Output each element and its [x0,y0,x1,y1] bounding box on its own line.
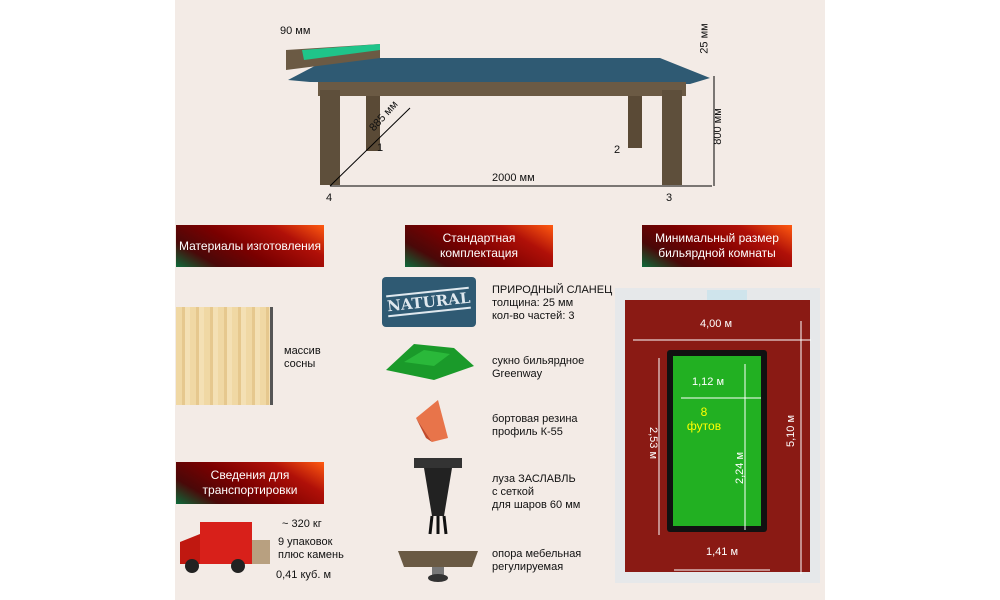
play-width-label: 1,12 м [692,376,725,388]
leg-number: 4 [326,192,333,204]
cloth-text: сукно бильярдное Greenway [492,355,584,381]
text-line: регулируемая [492,561,564,573]
text-line: для шаров 60 мм [492,499,581,511]
text-line: плюс камень [278,549,344,561]
leg-2 [628,96,642,148]
rubber-icon [416,400,448,442]
leg-1 [366,96,380,151]
slate-text: ПРИРОДНЫЙ СЛАНЕЦ толщина: 25 мм кол-во ч… [492,284,612,323]
text-line: толщина: 25 мм [492,297,574,309]
pine-wood-sample [176,307,270,405]
leg-3 [662,90,682,185]
leg-number: 2 [614,144,621,156]
pool-table [667,350,767,532]
room-dimension-lines [633,321,811,574]
pocket-text: луза ЗАСЛАВЛЬ с сеткой для шаров 60 мм [492,473,580,512]
text-line: опора мебельная [492,548,582,560]
volume-label: 0,41 куб. м [276,569,331,581]
table-apron [318,82,686,96]
length-label: 2000 мм [492,172,535,184]
transport-header: Сведения для транспортировки [176,462,324,504]
play-length-label: 2,24 м [734,451,747,485]
slate-thickness-label: 25 мм [698,23,711,54]
support-text: опора мебельная регулируемая [492,548,581,574]
rubber-text: бортовая резина профиль К-55 [492,413,578,439]
table-size-label: 8 футов [684,405,724,433]
table-diagram [286,44,715,187]
size-number: 8 [700,405,708,419]
table-length-label: 2,53 м [647,426,660,460]
text-line: ПРИРОДНЫЙ СЛАНЕЦ [492,284,613,296]
weight-label: ~ 320 кг [282,518,322,530]
standard-header: Стандартная комплектация [405,225,553,267]
truck-icon [180,522,270,573]
text-line: сукно бильярдное [492,355,585,367]
felt [673,356,761,526]
text-line: профиль К-55 [492,426,563,438]
room-header: Минимальный размер бильярдной комнаты [642,225,792,267]
leg-4 [320,90,340,185]
leg-number: 3 [666,192,673,204]
room-width-label: 4,00 м [700,318,733,330]
cloth-icon [386,344,474,380]
leg-support-icon [398,551,478,582]
text-line: 9 упаковок [278,536,333,548]
width-line [329,107,411,187]
text-line: Greenway [492,368,543,380]
slate-top [288,58,710,84]
text-line: бортовая резина [492,413,578,425]
material-label: массив сосны [284,345,321,370]
text-line: с сеткой [492,486,535,498]
natural-badge: NATURAL [386,286,472,318]
table-width-label: 1,41 м [706,546,739,558]
leg-number: 1 [377,142,384,154]
room-length-label: 5,10 м [785,414,798,448]
materials-header: Материалы изготовления [176,225,324,267]
rail-width-label: 90 мм [280,25,311,37]
slate-icon: NATURAL [382,277,476,327]
window [707,290,747,300]
text-line: луза ЗАСЛАВЛЬ [492,473,576,485]
room-plan [615,288,820,583]
packages-label: 9 упаковок плюс камень [278,536,344,562]
height-label: 800 мм [711,108,724,145]
text-line: кол-во частей: 3 [492,310,575,322]
pocket-icon [414,458,462,535]
size-unit: футов [686,419,722,433]
rail-cushion [302,44,380,60]
